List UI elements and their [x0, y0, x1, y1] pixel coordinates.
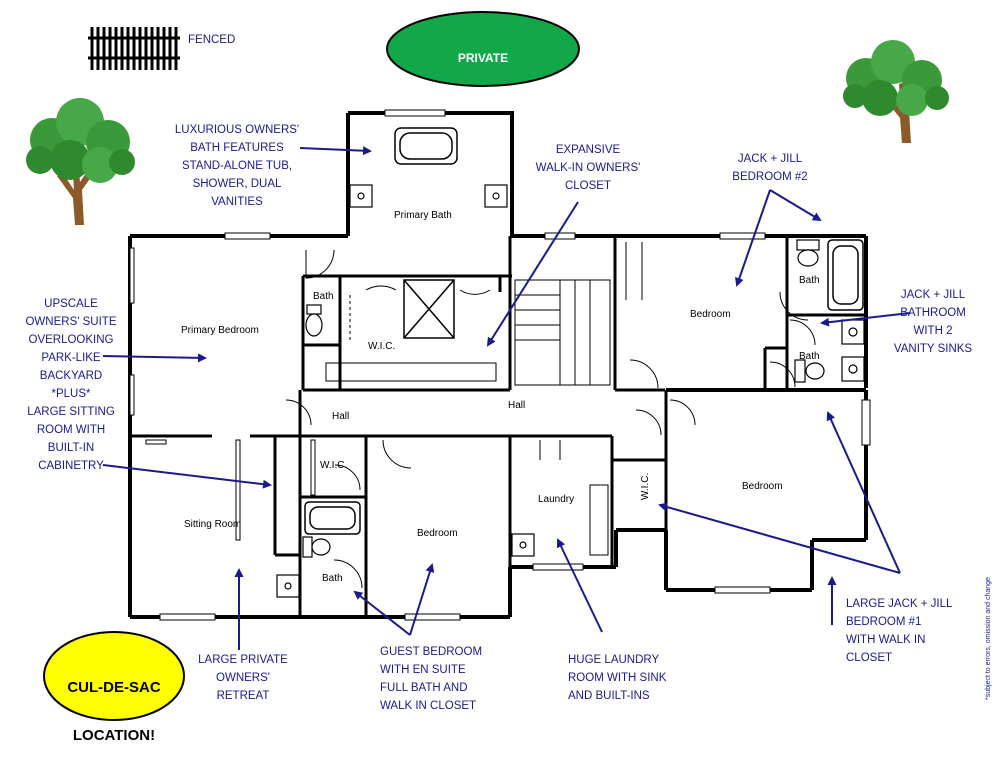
arrow-icon [102, 353, 207, 363]
arrow-icon [556, 538, 603, 633]
note-retreat: LARGE PRIVATE OWNERS' RETREAT [198, 654, 288, 702]
wooded-views-badge [386, 11, 580, 87]
badge-line: CUL-DE-SAC [67, 679, 161, 696]
room-wic-a: W.I.C. [368, 341, 396, 352]
room-laundry: Laundry [538, 494, 575, 505]
sink-icon [276, 184, 865, 598]
arrow-icon [486, 201, 579, 347]
note-jack-jill-1: LARGE JACK + JILL BEDROOM #1 WITH WALK I… [846, 598, 953, 664]
arrow-icon [826, 411, 901, 574]
room-sitting-room: Sitting Room [184, 519, 242, 530]
culdesac-badge-text: CUL-DE-SAC LOCATION! [50, 652, 178, 772]
arrow-icon [658, 502, 901, 574]
arrow-icon [769, 189, 822, 222]
arrow-icon [102, 464, 272, 489]
tree-icon [843, 40, 949, 143]
room-bath-a: Bath [313, 291, 334, 302]
room-wic-se: W.I.C. [640, 472, 651, 500]
toilet-icon [302, 239, 825, 558]
cabinet-built-ins [145, 295, 609, 556]
tree-icon [26, 98, 135, 225]
room-bedroom-ne: Bedroom [690, 309, 731, 320]
culdesac-badge [43, 631, 185, 721]
legend-fenced: FENCED [188, 34, 236, 46]
note-jack-jill-2: JACK + JILL BEDROOM #2 [732, 153, 808, 183]
room-bath-ne-top: Bath [799, 275, 820, 286]
note-owners-bath: LUXURIOUS OWNERS' BATH FEATURES STAND-AL… [174, 124, 300, 208]
room-wic-b: W.I.C. [320, 460, 348, 471]
badge-line: LOCATION! [72, 727, 156, 744]
door-swing-icon [285, 242, 816, 589]
room-hall-main: Hall [508, 400, 526, 411]
arrow-icon [409, 563, 435, 636]
arrow-icon [353, 590, 411, 636]
bathtub-icon [304, 501, 361, 535]
arrow-icon [735, 189, 771, 287]
note-walkin-closet: EXPANSIVE WALK-IN OWNERS' CLOSET [535, 144, 641, 192]
room-bath-ne-bottom: Bath [799, 351, 820, 362]
shower-icon [403, 279, 455, 339]
bathtub-icon [394, 127, 458, 165]
wooded-views-badge-text: PRIVATE WOODED VIEWS!! [400, 31, 566, 121]
room-bedroom-guest: Bedroom [417, 528, 458, 539]
room-bath-b: Bath [322, 573, 343, 584]
windows [129, 109, 871, 621]
room-primary-bedroom: Primary Bedroom [181, 325, 259, 336]
fence-icon [88, 27, 180, 70]
arrow-icon [299, 146, 372, 156]
badge-line: WOODED VIEWS!! [430, 87, 536, 101]
stairs-icon [514, 279, 611, 386]
room-primary-bath: Primary Bath [394, 210, 452, 221]
note-guest-bedroom: GUEST BEDROOM WITH EN SUITE FULL BATH AN… [380, 646, 483, 712]
annotation-arrows [102, 146, 911, 650]
note-owners-suite: UPSCALE OWNERS' SUITE OVERLOOKING PARK-L… [25, 298, 117, 472]
badge-line: PRIVATE [457, 51, 509, 65]
note-laundry-room: HUGE LAUNDRY ROOM WITH SINK AND BUILT-IN… [568, 654, 667, 702]
interior-walls [130, 236, 866, 617]
disclaimer: *subject to errors, omission and change [985, 577, 992, 700]
arrow-icon [820, 312, 911, 327]
bathtub-icon [827, 239, 864, 311]
room-hall-small: Hall [332, 411, 350, 422]
room-bedroom-se: Bedroom [742, 481, 783, 492]
note-jack-jill-bath: JACK + JILL BATHROOM WITH 2 VANITY SINKS [893, 289, 973, 355]
